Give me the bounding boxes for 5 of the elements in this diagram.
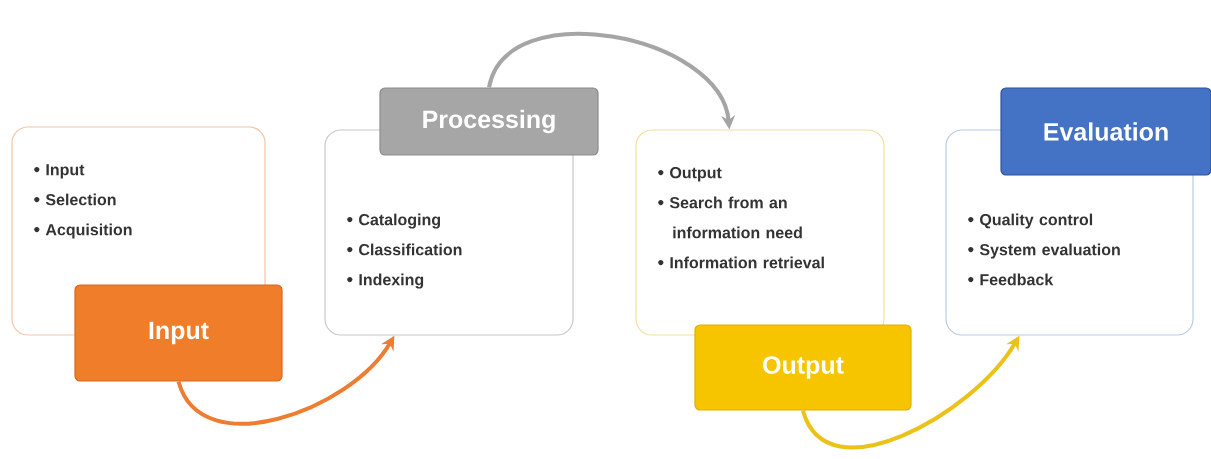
header-box: Processing xyxy=(379,87,599,156)
card: Output Search from an information need Information retrieval xyxy=(635,129,885,336)
header-box: Output xyxy=(694,324,912,411)
header-box: Input xyxy=(74,284,283,382)
header-box: Evaluation xyxy=(1000,87,1211,176)
